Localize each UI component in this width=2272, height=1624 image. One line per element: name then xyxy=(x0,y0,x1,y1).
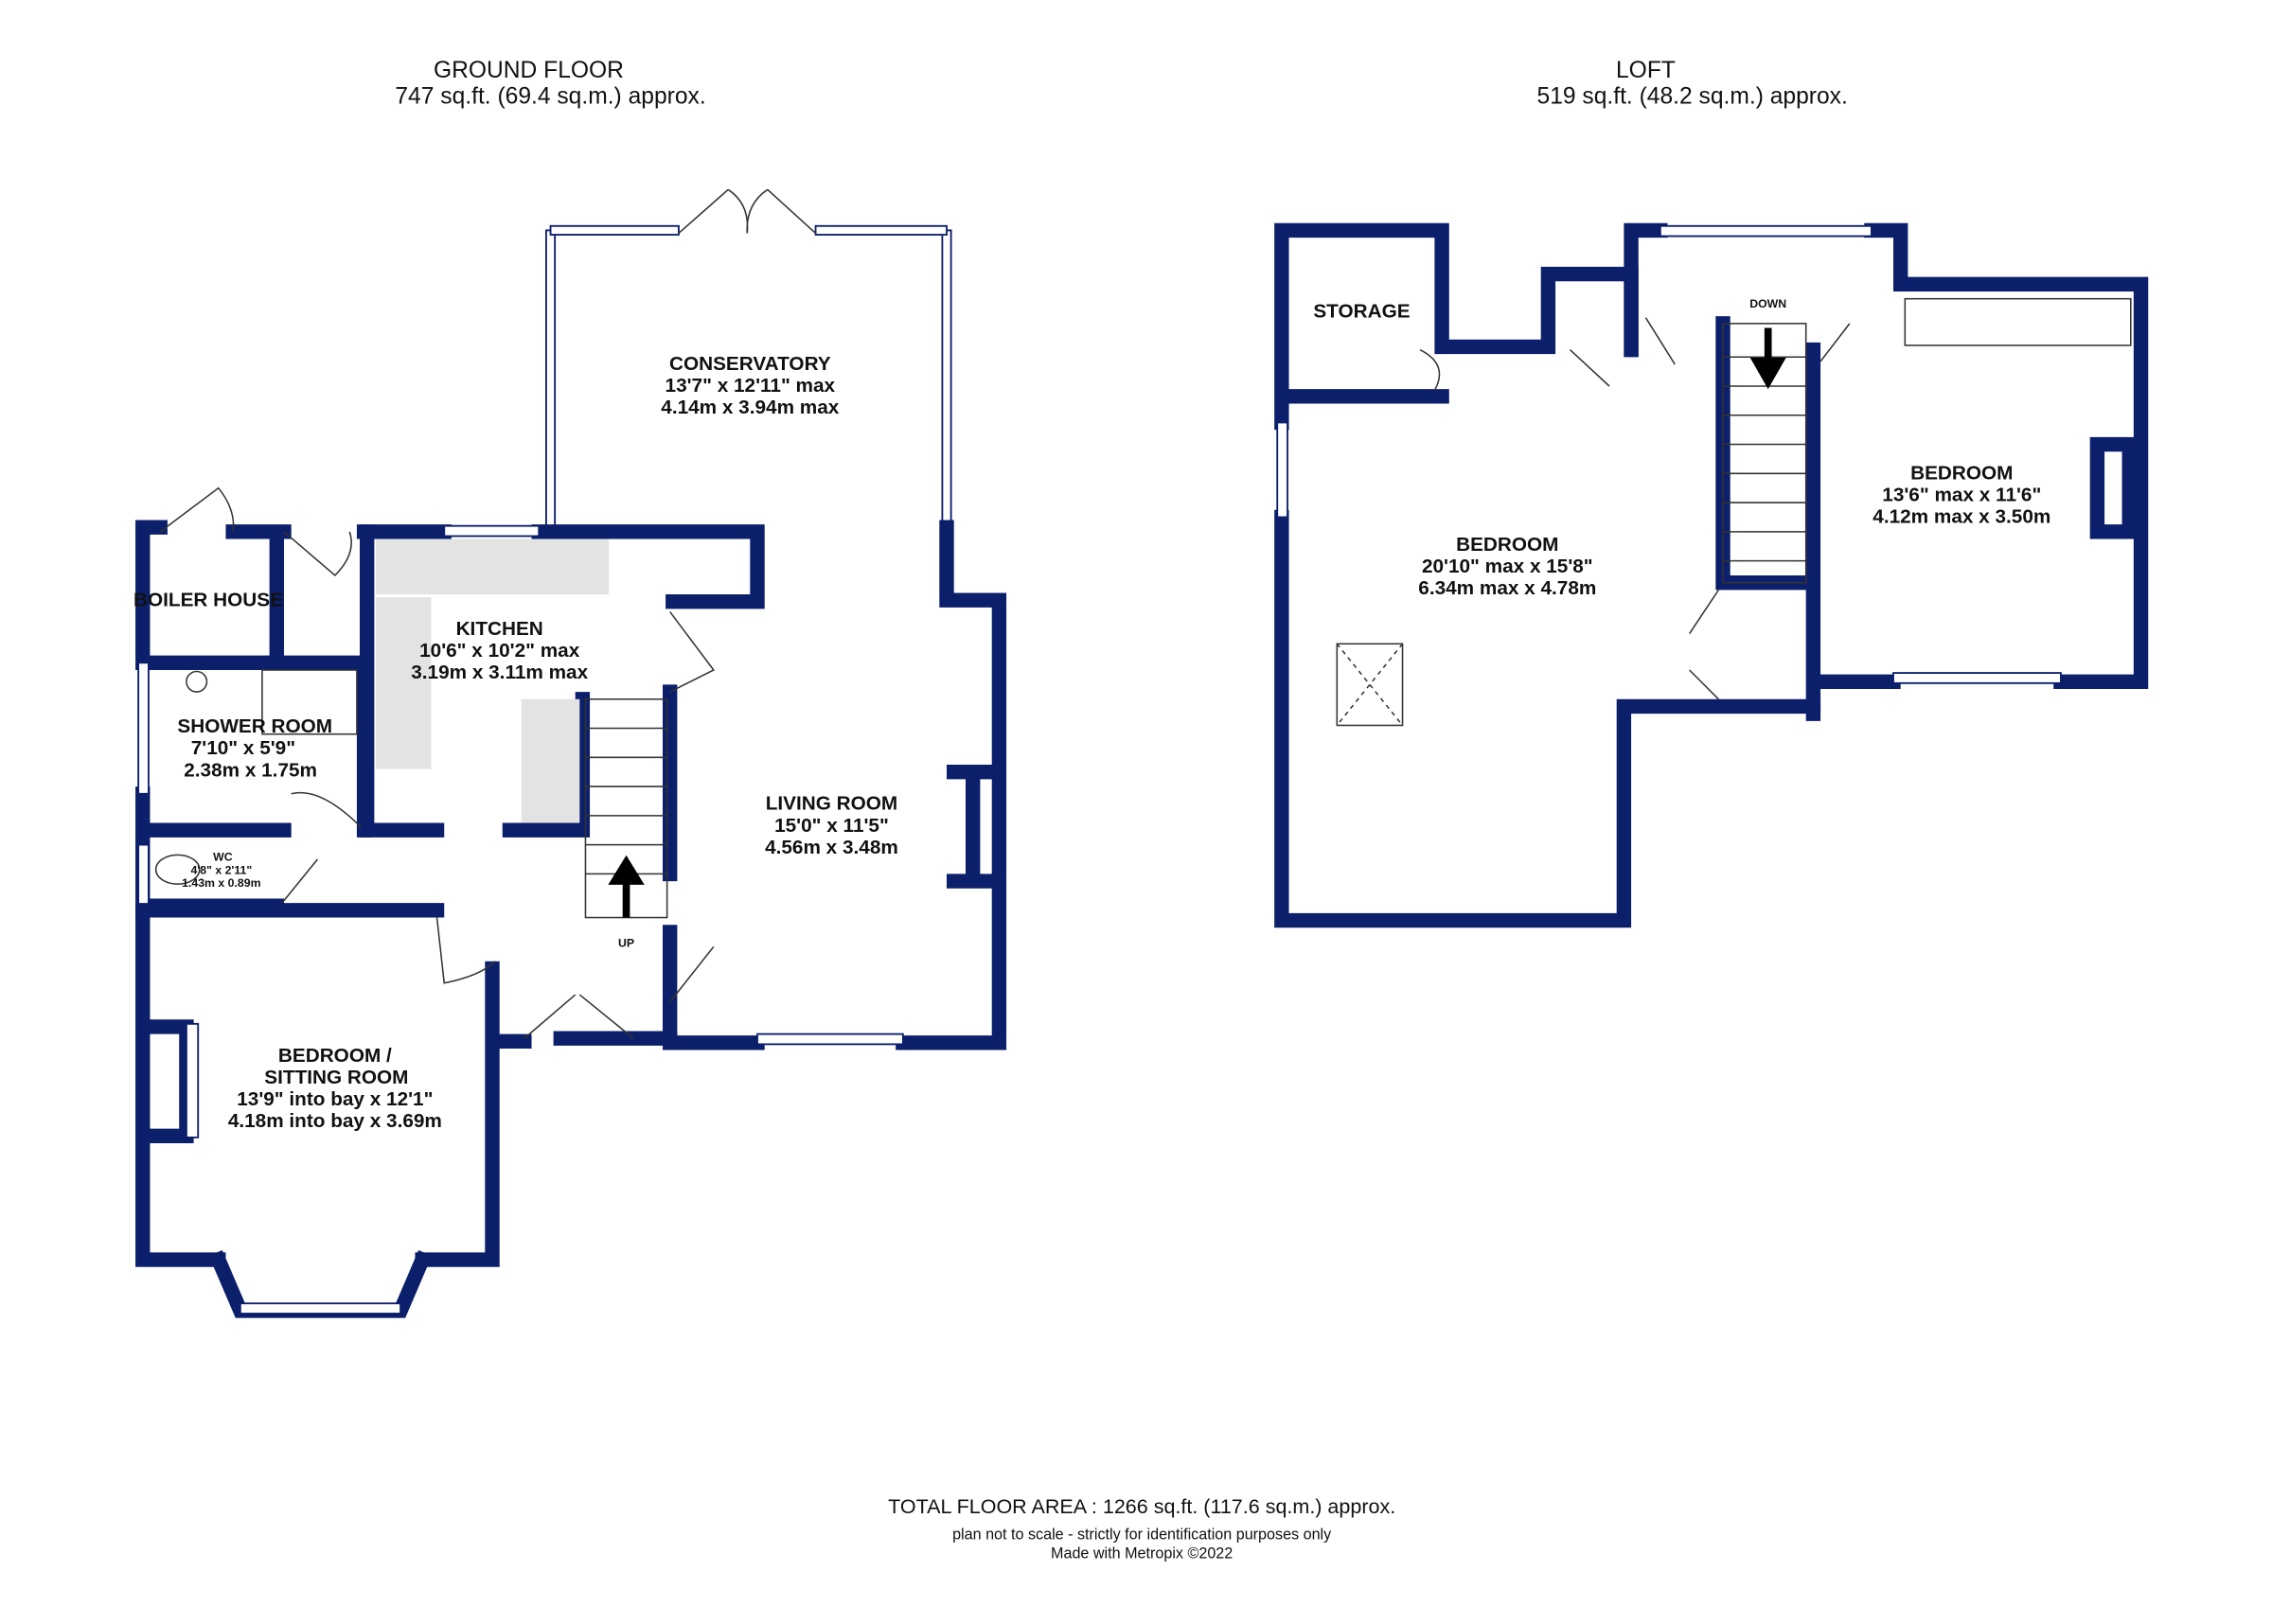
living-room-metric: 4.56m x 3.48m xyxy=(765,837,898,858)
kitchen-imperial: 10'6" x 10'2" max xyxy=(419,640,580,662)
kitchen-metric: 3.19m x 3.11m max xyxy=(411,662,588,683)
loft-bedroom-2-imperial: 13'6" max x 11'6" xyxy=(1882,485,2041,506)
storage-name: STORAGE xyxy=(1313,301,1410,323)
loft-bedroom-main-metric: 6.34m max x 4.78m xyxy=(1418,577,1596,599)
conservatory-metric: 4.14m x 3.94m max xyxy=(661,397,839,418)
loft-bedroom-main-name: BEDROOM xyxy=(1456,534,1558,556)
bedroom-sitting-metric: 4.18m into bay x 3.69m xyxy=(228,1110,442,1132)
ground-floor-plan: UP CONSERVATORY 13'7" x 12'11" max 4.14m… xyxy=(133,188,1007,1318)
shower-room-imperial: 7'10" x 5'9" xyxy=(191,737,295,759)
shower-room-metric: 2.38m x 1.75m xyxy=(184,759,317,781)
total-floor-area: TOTAL FLOOR AREA : 1266 sq.ft. (117.6 sq… xyxy=(888,1495,1395,1518)
wc-imperial: 4'8" x 2'11" xyxy=(190,863,252,876)
boiler-house-name: BOILER HOUSE xyxy=(133,589,283,610)
loft-title: LOFT xyxy=(1616,58,1676,83)
bedroom-sitting-name-1: BEDROOM / xyxy=(278,1045,392,1067)
disclaimer: plan not to scale - strictly for identif… xyxy=(952,1526,1332,1543)
credit: Made with Metropix ©2022 xyxy=(1051,1545,1233,1562)
living-room-name: LIVING ROOM xyxy=(766,793,898,815)
bedroom-sitting-imperial: 13'9" into bay x 12'1" xyxy=(237,1088,433,1110)
conservatory-imperial: 13'7" x 12'11" max xyxy=(666,375,836,397)
wc-name: WC xyxy=(213,851,233,864)
bedroom-sitting-name-2: SITTING ROOM xyxy=(264,1067,408,1088)
ground-floor-area: 747 sq.ft. (69.4 sq.m.) approx. xyxy=(395,84,705,110)
loft-stairs-label: DOWN xyxy=(1749,297,1786,310)
ground-floor-title: GROUND FLOOR xyxy=(434,58,624,83)
loft-plan: DOWN STORAGE BEDROOM 20'10" max x 15'8" … xyxy=(1274,222,2149,928)
loft-bedroom-2-metric: 4.12m max x 3.50m xyxy=(1873,506,2050,528)
kitchen-name: KITCHEN xyxy=(456,618,543,640)
shower-room-name: SHOWER ROOM xyxy=(177,715,332,737)
conservatory-name: CONSERVATORY xyxy=(669,353,831,375)
ground-stairs-label: UP xyxy=(618,936,634,949)
loft-bedroom-2-name: BEDROOM xyxy=(1910,462,2013,484)
loft-bedroom-main-imperial: 20'10" max x 15'8" xyxy=(1422,556,1593,577)
living-room-imperial: 15'0" x 11'5" xyxy=(774,815,889,837)
wc-metric: 1.43m x 0.89m xyxy=(182,876,260,890)
loft-area: 519 sq.ft. (48.2 sq.m.) approx. xyxy=(1537,84,1848,110)
